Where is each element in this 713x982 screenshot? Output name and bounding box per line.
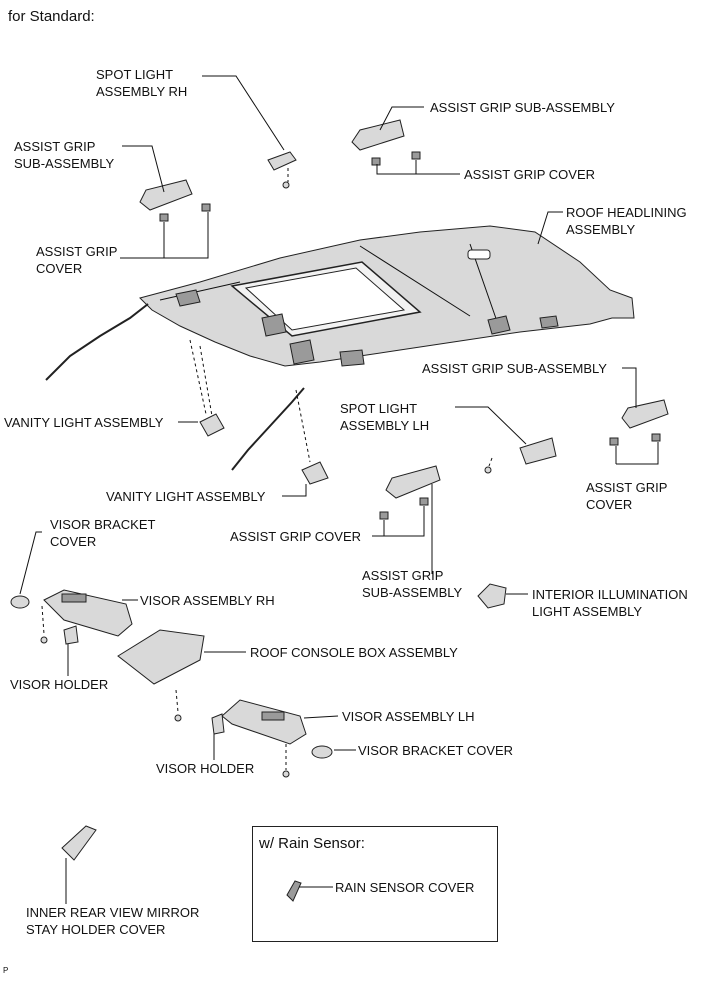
label-visor-holder-right: VISOR HOLDER (156, 761, 255, 776)
roof-headlining-shape (139, 225, 635, 367)
label-vanity-light-1: VANITY LIGHT ASSEMBLY (4, 415, 164, 430)
assist-grip-left-shape (139, 179, 193, 211)
visor-lh-shape (221, 699, 307, 745)
page-heading: for Standard: (8, 8, 95, 25)
vanity-light-1-shape (199, 413, 225, 437)
label-roof-console: ROOF CONSOLE BOX ASSEMBLY (250, 645, 458, 660)
label-visor-holder-left: VISOR HOLDER (10, 677, 109, 692)
assist-grip-top-shape (351, 119, 405, 151)
spot-light-lh-shape (519, 437, 557, 465)
footer-code: P (3, 966, 9, 975)
visor-rh-shape (43, 589, 133, 637)
spot-light-rh-shape (267, 151, 297, 171)
label-visor-lh: VISOR ASSEMBLY LH (342, 709, 475, 724)
inner-mirror-cover-shape (61, 825, 97, 861)
rain-sensor-cover-shape (286, 880, 333, 902)
label-vanity-light-2: VANITY LIGHT ASSEMBLY (106, 489, 266, 504)
assist-grip-mid-shape (385, 465, 441, 499)
label-visor-bracket-cover-right: VISOR BRACKET COVER (358, 743, 514, 758)
label-assist-grip-top: ASSIST GRIP SUB-ASSEMBLY (430, 100, 615, 115)
roof-console-shape (117, 629, 205, 685)
label-assist-grip-cover-mid: ASSIST GRIP COVER (230, 529, 362, 544)
right-roof-harness-shape (231, 387, 305, 471)
visor-bracket-cover-left-shape (10, 595, 30, 609)
interior-illumination-shape (477, 583, 507, 609)
rain-sensor-title: w/ Rain Sensor: (259, 835, 365, 852)
left-roof-harness-shape (45, 303, 149, 381)
label-assist-grip-right: ASSIST GRIP SUB-ASSEMBLY (422, 361, 607, 376)
label-rain-sensor-cover: RAIN SENSOR COVER (335, 880, 475, 895)
rain-sensor-box: w/ Rain Sensor: RAIN SENSOR COVER (252, 826, 498, 942)
label-assist-grip-cover-top: ASSIST GRIP COVER (464, 167, 596, 182)
visor-bracket-cover-right-shape (311, 745, 333, 759)
vanity-light-2-shape (301, 461, 329, 485)
assist-grip-right-shape (621, 399, 669, 429)
label-visor-rh: VISOR ASSEMBLY RH (140, 593, 275, 608)
